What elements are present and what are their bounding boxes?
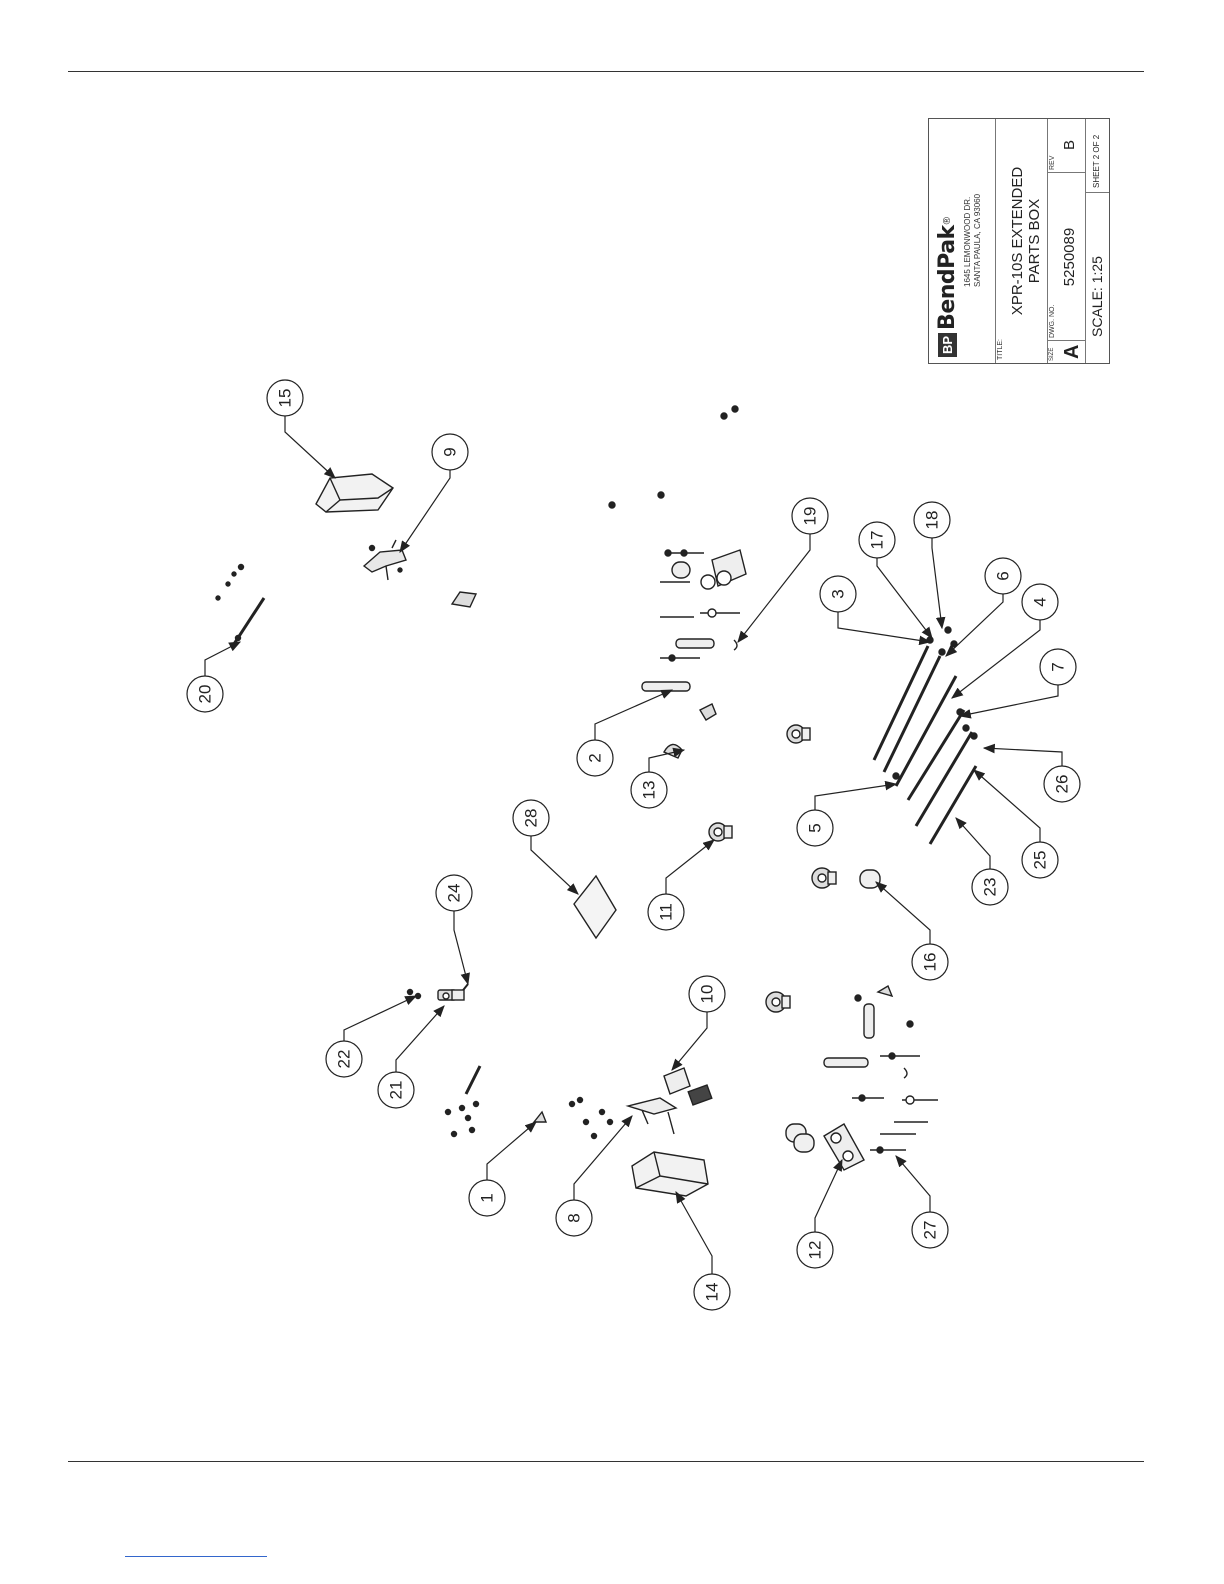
scale-sheet-row: SCALE: 1:25 SHEET 2 OF 2 bbox=[1085, 119, 1109, 363]
svg-text:22: 22 bbox=[335, 1050, 354, 1069]
part-28-plate bbox=[574, 876, 616, 938]
scale-text: SCALE: 1:25 bbox=[1089, 256, 1105, 337]
svg-text:6: 6 bbox=[994, 571, 1013, 580]
lower-pulley-assembly bbox=[786, 986, 938, 1170]
balloon-26[interactable]: 26 bbox=[1044, 766, 1080, 802]
company-block: BP BendPak ® 1645 LEMONWOOD DR. SANTA PA… bbox=[929, 119, 996, 363]
logo-mark: BP bbox=[938, 333, 957, 357]
svg-text:1: 1 bbox=[478, 1193, 497, 1202]
svg-text:3: 3 bbox=[829, 589, 848, 598]
balloon-22[interactable]: 22 bbox=[326, 1041, 362, 1077]
address-line-1: 1645 LEMONWOOD DR. bbox=[963, 197, 972, 287]
svg-text:25: 25 bbox=[1031, 851, 1050, 870]
balloon-2[interactable]: 2 bbox=[577, 740, 613, 776]
sheet-text: SHEET 2 OF 2 bbox=[1092, 135, 1101, 188]
balloon-15[interactable]: 15 bbox=[267, 380, 303, 416]
balloon-14[interactable]: 14 bbox=[694, 1274, 730, 1310]
upper-pulley-assembly bbox=[642, 550, 746, 720]
title-block: BP BendPak ® 1645 LEMONWOOD DR. SANTA PA… bbox=[928, 118, 1110, 364]
svg-text:19: 19 bbox=[801, 507, 820, 526]
svg-text:9: 9 bbox=[441, 447, 460, 456]
part-20-rod bbox=[216, 565, 264, 645]
part-15-cover bbox=[316, 474, 393, 512]
pulleys bbox=[709, 725, 880, 1012]
balloon-21[interactable]: 21 bbox=[378, 1072, 414, 1108]
balloon-18[interactable]: 18 bbox=[914, 502, 950, 538]
svg-text:13: 13 bbox=[640, 781, 659, 800]
parts-artwork bbox=[216, 406, 977, 1196]
brand-name: BendPak bbox=[935, 225, 960, 330]
balloon-19[interactable]: 19 bbox=[792, 498, 828, 534]
balloon-11[interactable]: 11 bbox=[648, 894, 684, 930]
hardware-cluster-left bbox=[408, 984, 547, 1137]
balloon-16[interactable]: 16 bbox=[912, 944, 948, 980]
svg-text:17: 17 bbox=[868, 531, 887, 550]
part-14-cover bbox=[632, 1152, 708, 1196]
nuts-top bbox=[609, 406, 738, 508]
svg-text:28: 28 bbox=[522, 809, 541, 828]
dwg-no-value: 5250089 bbox=[1061, 173, 1078, 341]
balloon-25[interactable]: 25 bbox=[1022, 842, 1058, 878]
bendpak-logo: BP BendPak ® bbox=[935, 217, 960, 357]
svg-text:5: 5 bbox=[806, 823, 825, 832]
svg-text:10: 10 bbox=[698, 985, 717, 1004]
address-line-2: SANTA PAULA, CA 93060 bbox=[973, 194, 982, 287]
cables bbox=[874, 646, 976, 844]
balloon-5[interactable]: 5 bbox=[797, 810, 833, 846]
balloon-20[interactable]: 20 bbox=[187, 676, 223, 712]
balloon-13[interactable]: 13 bbox=[631, 772, 667, 808]
balloon-23[interactable]: 23 bbox=[972, 869, 1008, 905]
svg-text:12: 12 bbox=[806, 1241, 825, 1260]
svg-text:23: 23 bbox=[981, 878, 1000, 897]
rev-label: REV bbox=[1049, 156, 1056, 170]
balloon-24[interactable]: 24 bbox=[436, 875, 472, 911]
drawing-title-box: TITLE: XPR-10S EXTENDED PARTS BOX bbox=[995, 119, 1048, 363]
svg-text:27: 27 bbox=[921, 1221, 940, 1240]
balloon-10[interactable]: 10 bbox=[689, 976, 725, 1012]
balloon-8[interactable]: 8 bbox=[556, 1200, 592, 1236]
leader-lines bbox=[205, 416, 1062, 1274]
svg-text:24: 24 bbox=[445, 884, 464, 903]
svg-text:11: 11 bbox=[657, 903, 676, 921]
svg-text:18: 18 bbox=[923, 511, 942, 530]
svg-text:26: 26 bbox=[1053, 775, 1072, 794]
svg-text:20: 20 bbox=[196, 685, 215, 704]
title-label: TITLE: bbox=[997, 339, 1004, 360]
drawing-title-line-1: XPR-10S EXTENDED bbox=[1009, 119, 1026, 363]
sheet-cell: SHEET 2 OF 2 bbox=[1085, 116, 1109, 193]
dwg-no-label: DWG. NO. bbox=[1049, 305, 1056, 338]
small-plate bbox=[452, 592, 476, 607]
svg-text:16: 16 bbox=[921, 953, 940, 972]
rev-cell: REV B bbox=[1047, 117, 1085, 173]
part-9-bracket bbox=[364, 540, 406, 580]
part-8-bracket bbox=[570, 1098, 677, 1139]
balloon-3[interactable]: 3 bbox=[820, 576, 856, 612]
balloon-1[interactable]: 1 bbox=[469, 1180, 505, 1216]
balloon-4[interactable]: 4 bbox=[1022, 584, 1058, 620]
svg-text:8: 8 bbox=[565, 1213, 584, 1222]
balloon-6[interactable]: 6 bbox=[985, 558, 1021, 594]
balloon-12[interactable]: 12 bbox=[797, 1232, 833, 1268]
dwg-no-cell: DWG. NO. 5250089 bbox=[1047, 172, 1085, 341]
rev-value: B bbox=[1061, 117, 1078, 173]
svg-text:21: 21 bbox=[387, 1081, 406, 1100]
size-value: A bbox=[1061, 345, 1084, 359]
brand-registered-mark: ® bbox=[942, 217, 953, 224]
balloon-28[interactable]: 28 bbox=[513, 800, 549, 836]
svg-text:15: 15 bbox=[276, 389, 295, 408]
balloon-27[interactable]: 27 bbox=[912, 1212, 948, 1248]
svg-text:7: 7 bbox=[1049, 662, 1068, 671]
drawing-title-line-2: PARTS BOX bbox=[1026, 119, 1043, 363]
svg-text:14: 14 bbox=[703, 1283, 722, 1302]
size-cell: SIZE A bbox=[1047, 340, 1085, 363]
size-label: SIZE bbox=[1049, 348, 1055, 361]
balloon-17[interactable]: 17 bbox=[859, 522, 895, 558]
balloon-7[interactable]: 7 bbox=[1040, 649, 1076, 685]
balloon-9[interactable]: 9 bbox=[432, 434, 468, 470]
part-10-plates bbox=[664, 1068, 712, 1105]
svg-text:2: 2 bbox=[586, 753, 605, 762]
size-dwg-rev-row: SIZE A DWG. NO. 5250089 REV B bbox=[1047, 119, 1086, 363]
svg-text:4: 4 bbox=[1031, 597, 1050, 606]
